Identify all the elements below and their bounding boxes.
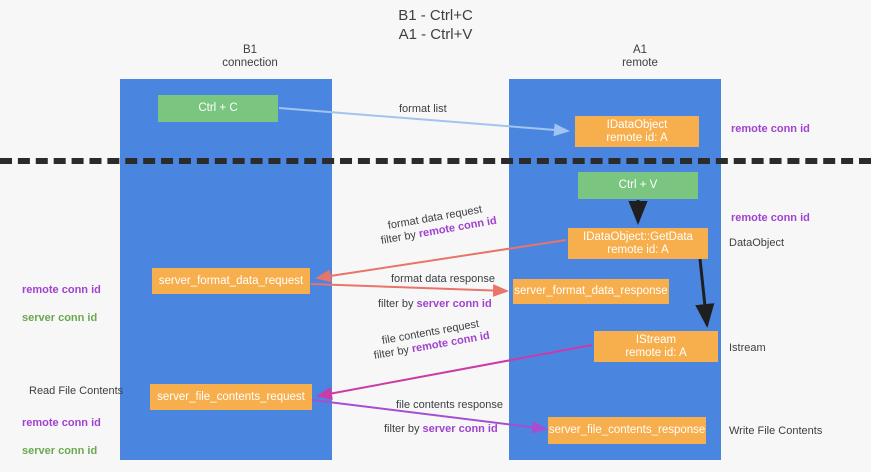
- annotation-dataobject: DataObject: [729, 237, 785, 249]
- caption-format-data-response: format data response: [391, 273, 495, 285]
- annotation-write-file-contents: Write File Contents: [729, 425, 823, 437]
- node-istream[interactable]: IStream remote id: A: [594, 331, 718, 362]
- caption-file-contents-response: file contents response: [396, 399, 504, 411]
- filter-key: server conn id: [422, 423, 498, 435]
- annotation-remote-conn-id-mid: remote conn id: [731, 212, 810, 224]
- page-title: B1 - Ctrl+C A1 - Ctrl+V: [398, 7, 473, 43]
- annotation-left-conn-ids: remote conn id server conn id: [22, 269, 101, 339]
- separator-dashed-line: [0, 158, 871, 164]
- node-idataobject[interactable]: IDataObject remote id: A: [575, 116, 699, 147]
- annotation-left-remote-conn-id-2: remote conn id: [22, 417, 101, 429]
- filter-prefix: filter by: [378, 298, 417, 310]
- annotation-left-conn-ids-2: remote conn id server conn id: [22, 402, 101, 472]
- column-header-a1: A1 remote: [622, 44, 658, 69]
- annotation-left-server-conn-id-2: server conn id: [22, 445, 98, 457]
- filter-prefix: filter by: [384, 423, 423, 435]
- node-server-file-contents-request[interactable]: server_file_contents_request: [150, 384, 312, 410]
- annotation-left-server-conn-id: server conn id: [22, 312, 98, 324]
- column-header-b1: B1 connection: [222, 44, 278, 69]
- node-server-format-data-response[interactable]: server_format_data_response: [513, 279, 669, 304]
- caption-file-contents-response-filter: filter by server conn id: [384, 422, 498, 436]
- node-idataobject-getdata[interactable]: IDataObject::GetData remote id: A: [568, 228, 708, 259]
- annotation-istream: Istream: [729, 342, 766, 354]
- node-ctrl-v[interactable]: Ctrl + V: [578, 172, 698, 199]
- caption-format-data-response-filter: filter by server conn id: [378, 297, 492, 311]
- annotation-read-file-contents: Read File Contents: [29, 385, 124, 397]
- caption-format-list: format list: [399, 103, 447, 115]
- filter-prefix: filter by: [372, 343, 413, 362]
- filter-key: server conn id: [416, 298, 492, 310]
- annotation-left-remote-conn-id: remote conn id: [22, 284, 101, 296]
- node-server-file-contents-response[interactable]: server_file_contents_response: [548, 417, 706, 444]
- annotation-remote-conn-id-top: remote conn id: [731, 123, 810, 135]
- node-server-format-data-request[interactable]: server_format_data_request: [152, 268, 310, 294]
- node-ctrl-c[interactable]: Ctrl + C: [158, 95, 278, 122]
- filter-prefix: filter by: [379, 228, 420, 247]
